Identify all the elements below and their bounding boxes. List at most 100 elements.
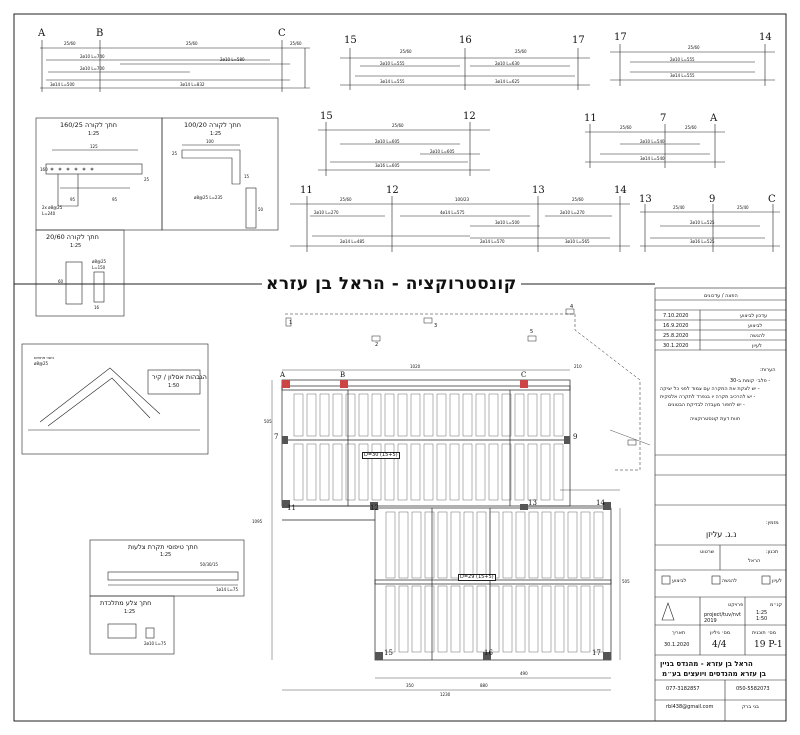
bar-label: 2ø10 L=740 <box>80 54 105 59</box>
section-dim: 16 <box>94 305 100 310</box>
plan-dim: 350 <box>406 683 414 688</box>
rib-pan <box>371 443 382 501</box>
rib-pan <box>411 511 422 579</box>
span-label: 25/60 <box>572 197 584 202</box>
rib-pan <box>554 585 565 653</box>
span-label: 25/60 <box>186 41 198 46</box>
plan-axis: 12 <box>370 504 379 512</box>
firm-line-2: בן עזרא מהנדסים ויועצים בע״מ <box>662 670 767 678</box>
note-line: - פלב׳ קומת ב-30 <box>730 378 771 384</box>
section-dim: 25 <box>144 177 150 182</box>
section-title: חתך טיפוסי תקרת צלעות <box>128 543 198 551</box>
rib-pan <box>462 443 473 501</box>
section-dim: 15 <box>244 174 250 179</box>
rib-pan <box>450 585 461 653</box>
span-label: 100/23 <box>455 197 470 202</box>
axis-label: 12 <box>386 185 399 196</box>
rib-pan <box>528 585 539 653</box>
rib-pan <box>567 511 578 579</box>
span-label: 25/60 <box>685 125 697 130</box>
rib-pan <box>476 585 487 653</box>
rib-pan <box>541 511 552 579</box>
rib-pan <box>424 511 435 579</box>
rib-pan <box>528 511 539 579</box>
section-title: חתך לקורה 160/25 <box>60 121 118 129</box>
rib-pan <box>488 443 499 501</box>
note-line: - יש להרכיב תקרה יו בנפרד לתקרה אלסקית <box>660 394 756 400</box>
status-review: לעיון <box>772 578 782 584</box>
axis-label: B <box>96 28 104 39</box>
project-label: פרויקט <box>728 602 744 608</box>
title-block <box>654 287 787 722</box>
bar-label: 3ø14 L=832 <box>180 82 205 87</box>
drawn-label: שרטוט <box>700 549 715 555</box>
section-note: ø8@25 <box>34 361 49 366</box>
section-rebar: L=150 <box>92 265 106 270</box>
beam-elevation-7 <box>640 204 780 252</box>
section-scale: 1:25 <box>70 243 82 249</box>
rib-pan <box>437 585 448 653</box>
designer-label: תכנון: <box>766 549 779 555</box>
floor-plan <box>271 313 651 691</box>
bar-label: 3ø14 L=540 <box>640 156 665 161</box>
bar-label: 2ø10 L=555 <box>670 57 695 62</box>
plan-dim: 1095 <box>252 519 263 524</box>
rib-pan <box>411 585 422 653</box>
note-line: - יש לצקת את התקרה עם צמוד לפני כל יציקה <box>660 386 760 392</box>
bar-label: 2ø10 L=630 <box>495 61 520 66</box>
axis-label: 13 <box>532 185 545 196</box>
section-title: הגבהות אסלון / קיר <box>152 373 207 381</box>
rib-pan <box>489 511 500 579</box>
rib-pan <box>306 443 317 501</box>
plan-axis: 15 <box>384 649 393 657</box>
plan-axis: 17 <box>592 649 601 657</box>
plan-dim: 505 <box>622 579 630 584</box>
section-title: חתך לקורה 100/20 <box>184 121 242 129</box>
section-dim: 60 <box>58 279 64 284</box>
ribs-upper <box>293 393 564 501</box>
bar-label: 4ø14 L=575 <box>440 210 465 215</box>
client-name: נ.ג. עליזן <box>706 530 737 539</box>
rib-pan <box>436 443 447 501</box>
section-box-3 <box>35 229 125 317</box>
rib-pan <box>553 443 564 501</box>
rib-pan <box>489 585 500 653</box>
section-dim: 25 <box>172 151 178 156</box>
bar-label: 2ø14 L=570 <box>480 239 505 244</box>
section-scale: 1:25 <box>124 609 136 615</box>
rib-pan <box>515 511 526 579</box>
rib-pan <box>358 393 369 437</box>
plan-axis: 13 <box>528 499 537 507</box>
section-dim: 125 <box>90 144 98 149</box>
revision-label: לביצוע <box>748 323 763 329</box>
rib-pan <box>463 511 474 579</box>
bar-label: 3ø14 L=555 <box>380 79 405 84</box>
revisions-header: הפצה / עדכונים <box>704 293 738 299</box>
section-rebar: 2x ø8@25 <box>42 205 63 210</box>
bar-label: 2ø10 L=580 <box>220 57 245 62</box>
rib-pan <box>554 511 565 579</box>
section-dim: 160 <box>40 167 48 172</box>
rib-pan <box>384 393 395 437</box>
span-label: 25/60 <box>290 41 302 46</box>
section-rebar: ø8@25 <box>92 259 107 264</box>
section-note: 1ø14 L=75 <box>216 587 239 592</box>
span-label: 25/60 <box>392 123 404 128</box>
rib-pan <box>463 585 474 653</box>
bar-label: 2ø10 L=270 <box>560 210 585 215</box>
rib-pan <box>410 443 421 501</box>
approval-note: חוות דעת קונסטרוקציה <box>690 416 741 422</box>
section-scale: 1:50 <box>168 383 180 389</box>
axis-label: C <box>768 194 776 205</box>
plan-axis: B <box>340 371 346 379</box>
bar-label: 3ø10 L=500 <box>495 220 520 225</box>
section-scale: 1:25 <box>160 552 172 558</box>
span-label: 25/40 <box>673 205 685 210</box>
section-rebar: L=240 <box>42 211 56 216</box>
rib-pan <box>502 511 513 579</box>
plan-marker: 4 <box>570 304 574 310</box>
firm-line-1: הראל בן עזרא - מהנדס בניין <box>660 660 753 668</box>
section-box-2 <box>161 117 279 231</box>
plan-markers <box>285 308 637 446</box>
bar-label: 2ø10 L=540 <box>640 139 665 144</box>
